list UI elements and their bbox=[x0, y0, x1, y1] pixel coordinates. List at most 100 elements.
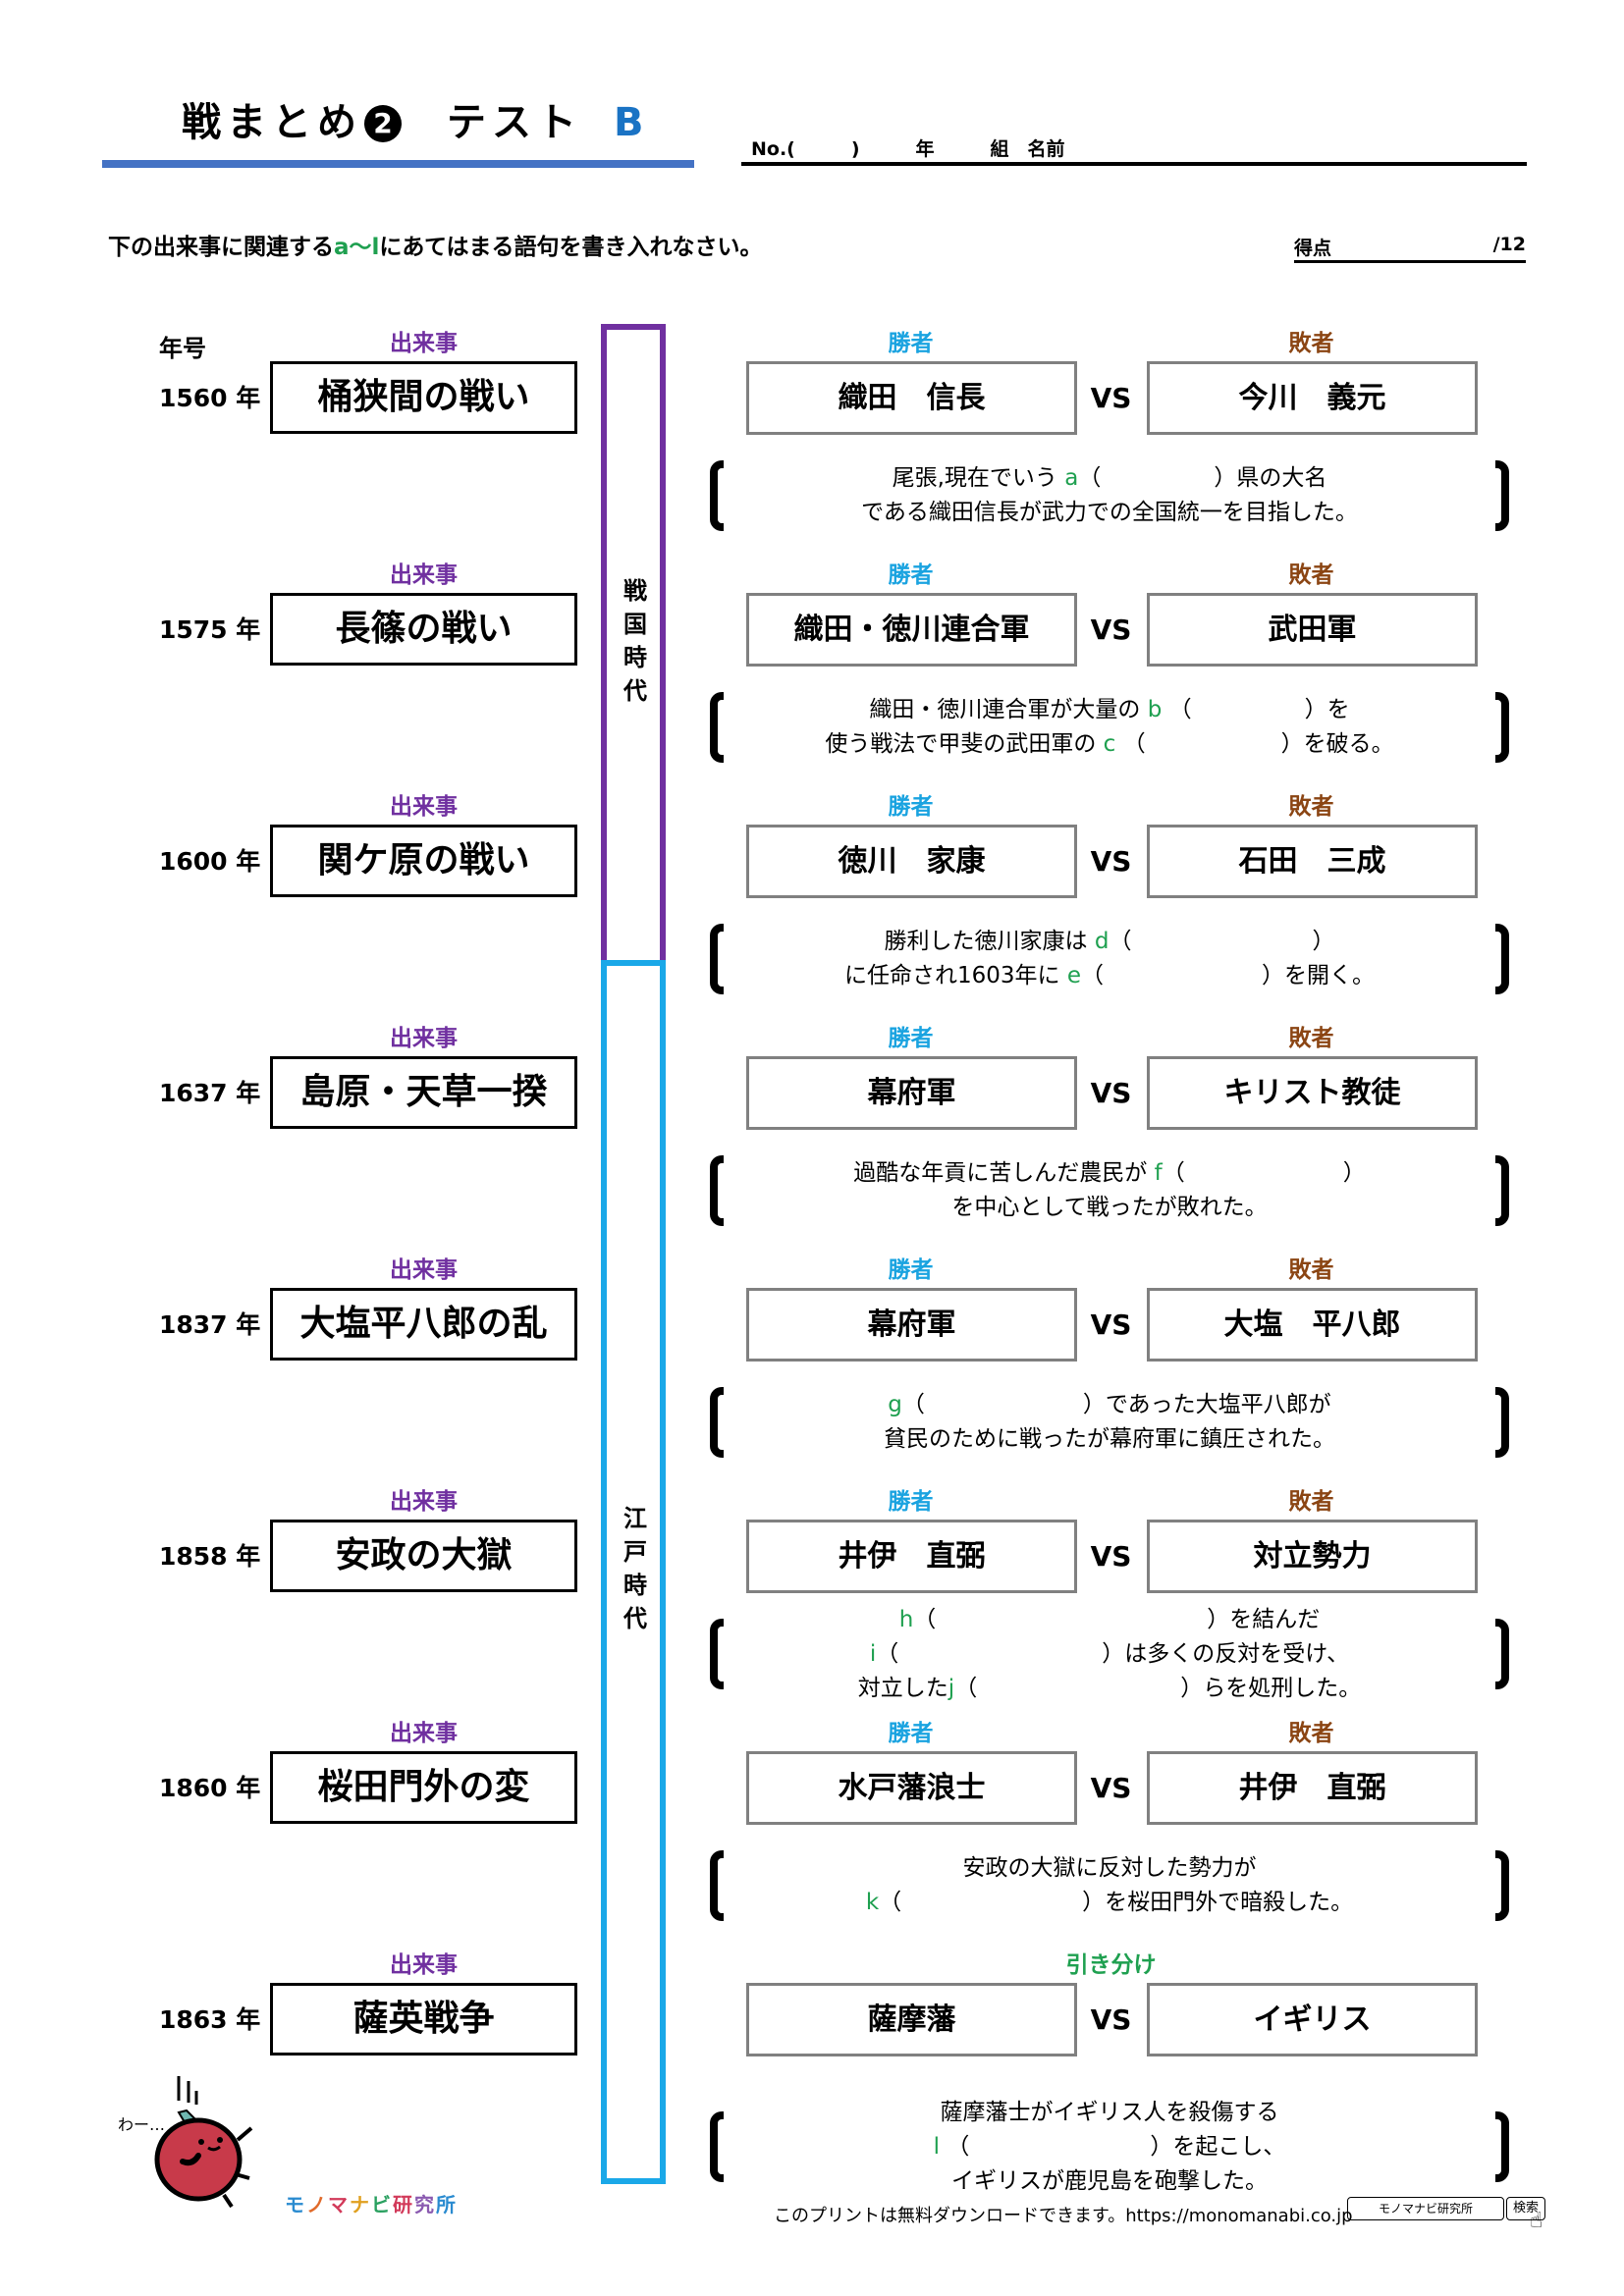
winner-box: 織田 信長 bbox=[746, 361, 1077, 435]
vs-label: VS bbox=[1090, 1308, 1132, 1341]
event-year: 1600 年 bbox=[159, 847, 261, 876]
loser-header: 敗者 bbox=[1288, 1489, 1334, 1515]
left-bracket-icon bbox=[710, 460, 724, 531]
winner-box: 井伊 直弼 bbox=[746, 1520, 1077, 1593]
loser-box: 武田軍 bbox=[1147, 593, 1478, 667]
year-column-header: 年号 bbox=[159, 335, 206, 362]
apple-mascot-icon: わー… bbox=[118, 2076, 253, 2209]
event-column-header: 出来事 bbox=[390, 331, 458, 356]
hand-cursor-icon: ☝ bbox=[1530, 2209, 1543, 2233]
era-label: 江戸時代 bbox=[619, 1505, 647, 1639]
winner-header: 勝者 bbox=[888, 1721, 934, 1746]
event-column-header: 出来事 bbox=[390, 1489, 458, 1515]
loser-header: 敗者 bbox=[1288, 1721, 1334, 1746]
instruction: 下の出来事に関連するa〜lにあてはまる語句を書き入れなさい。 bbox=[108, 228, 763, 261]
left-bracket-icon bbox=[710, 692, 724, 763]
loser-box: 対立勢力 bbox=[1147, 1520, 1478, 1593]
title-underline bbox=[102, 160, 694, 168]
event-name-box: 安政の大獄 bbox=[270, 1520, 577, 1592]
event-year: 1860 年 bbox=[159, 1774, 261, 1802]
explanation-text[interactable]: 薩摩藩士がイギリス人を殺傷する l （ ）を起こし、 イギリスが鹿児島を砲撃した… bbox=[933, 2099, 1286, 2194]
left-bracket-icon bbox=[710, 1850, 724, 1921]
right-bracket-icon bbox=[1495, 692, 1509, 763]
winner-box: 徳川 家康 bbox=[746, 825, 1077, 898]
event-name-box: 島原・天草一揆 bbox=[270, 1056, 577, 1129]
loser-header: 敗者 bbox=[1288, 1257, 1334, 1283]
event-name-box: 大塩平八郎の乱 bbox=[270, 1288, 577, 1361]
loser-header: 敗者 bbox=[1288, 1026, 1334, 1051]
explanation-text[interactable]: 安政の大獄に反対した勢力が k（ ）を桜田門外で暗殺した。 bbox=[865, 1855, 1354, 1915]
explanation-text[interactable]: 織田・徳川連合軍が大量の b （ ）を 使う戦法で甲斐の武田軍の c （ ）を破… bbox=[825, 697, 1394, 757]
winner-header: 勝者 bbox=[888, 1257, 934, 1283]
winner-box: 織田・徳川連合軍 bbox=[746, 593, 1077, 667]
draw-header: 引き分け bbox=[1065, 1952, 1157, 1978]
winner-box: 幕府軍 bbox=[746, 1288, 1077, 1362]
right-bracket-icon bbox=[1495, 1619, 1509, 1689]
title-number-badge: 2 bbox=[364, 105, 402, 142]
title-suffix: テスト bbox=[447, 100, 582, 145]
explanation-box: 安政の大獄に反対した勢力が k（ ）を桜田門外で暗殺した。 bbox=[707, 1832, 1512, 1940]
search-input[interactable]: モノマナビ研究所 bbox=[1347, 2197, 1504, 2220]
blank-letter: c bbox=[1103, 731, 1116, 757]
search-button[interactable]: 検索 bbox=[1506, 2197, 1545, 2220]
student-info-line[interactable]: No.( ) 年 組 名前 bbox=[751, 138, 1065, 160]
score-max: /12 bbox=[1492, 234, 1526, 255]
event-column-header: 出来事 bbox=[390, 1952, 458, 1978]
explanation-box: 尾張,現在でいう a（ ）県の大名 である織田信長が武力での全国統一を目指した。 bbox=[707, 442, 1512, 550]
explanation-text[interactable]: 勝利した徳川家康は d（ ） に任命され1603年に e（ ）を開く。 bbox=[843, 929, 1375, 988]
right-bracket-icon bbox=[1495, 460, 1509, 531]
left-bracket-icon bbox=[710, 2111, 724, 2182]
blank-letter: j bbox=[947, 1675, 955, 1701]
vs-label: VS bbox=[1090, 845, 1132, 878]
loser-header: 敗者 bbox=[1288, 562, 1334, 588]
explanation-text[interactable]: 尾張,現在でいう a（ ）県の大名 である織田信長が武力での全国統一を目指した。 bbox=[861, 465, 1358, 525]
blank-letter: k bbox=[865, 1890, 880, 1915]
event-name-box: 桶狭間の戦い bbox=[270, 361, 577, 434]
download-notice: このプリントは無料ダウンロードできます。https://monomanabi.c… bbox=[774, 2206, 1353, 2226]
blank-letter: a bbox=[1064, 465, 1079, 491]
blank-letter: i bbox=[869, 1640, 877, 1667]
event-column-header: 出来事 bbox=[390, 1026, 458, 1051]
right-bracket-icon bbox=[1495, 1850, 1509, 1921]
right-bracket-icon bbox=[1495, 924, 1509, 994]
winner-box: 幕府軍 bbox=[746, 1056, 1077, 1130]
event-year: 1858 年 bbox=[159, 1542, 261, 1571]
era-label: 戦国時代 bbox=[619, 578, 647, 712]
winner-header: 勝者 bbox=[888, 1489, 934, 1515]
vs-label: VS bbox=[1090, 1540, 1132, 1573]
explanation-text[interactable]: h（ ）を結んだ i（ ）は多くの反対を受け、 対立したj（ ）らを処刑した。 bbox=[857, 1606, 1362, 1701]
explanation-text[interactable]: 過酷な年貢に苦しんだ農民が f（ ） を中心として戦ったが敗れた。 bbox=[853, 1160, 1366, 1220]
explanation-box: g（ ）であった大塩平八郎が 貧民のために戦ったが幕府軍に鎮圧された。 bbox=[707, 1368, 1512, 1476]
blank-letter: b bbox=[1147, 697, 1163, 722]
event-year: 1637 年 bbox=[159, 1079, 261, 1107]
era-bar-edo: 江戸時代 bbox=[601, 960, 666, 2184]
event-column-header: 出来事 bbox=[390, 1257, 458, 1283]
title-text: 戦まとめ bbox=[182, 100, 362, 145]
event-column-header: 出来事 bbox=[390, 1721, 458, 1746]
brand-logo: モノマナビ研究所 bbox=[285, 2193, 458, 2216]
right-bracket-icon bbox=[1495, 2111, 1509, 2182]
blank-letter: f bbox=[1154, 1160, 1163, 1186]
left-bracket-icon bbox=[710, 1387, 724, 1458]
right-bracket-icon bbox=[1495, 1387, 1509, 1458]
explanation-text[interactable]: g（ ）であった大塩平八郎が 貧民のために戦ったが幕府軍に鎮圧された。 bbox=[884, 1392, 1335, 1452]
event-year: 1575 年 bbox=[159, 615, 261, 644]
event-year: 1863 年 bbox=[159, 2005, 261, 2034]
winner-box: 水戸藩浪士 bbox=[746, 1751, 1077, 1825]
explanation-box: 勝利した徳川家康は d（ ） に任命され1603年に e（ ）を開く。 bbox=[707, 905, 1512, 1013]
winner-header: 勝者 bbox=[888, 1026, 934, 1051]
vs-label: VS bbox=[1090, 1772, 1132, 1804]
score-label: 得点 bbox=[1294, 238, 1332, 259]
instruction-range: a〜l bbox=[334, 235, 380, 260]
loser-box: 井伊 直弼 bbox=[1147, 1751, 1478, 1825]
explanation-box: 過酷な年貢に苦しんだ農民が f（ ） を中心として戦ったが敗れた。 bbox=[707, 1137, 1512, 1245]
vs-label: VS bbox=[1090, 2003, 1132, 2036]
score-field[interactable]: 得点/12 bbox=[1294, 234, 1526, 263]
blank-letter: l bbox=[933, 2133, 941, 2160]
